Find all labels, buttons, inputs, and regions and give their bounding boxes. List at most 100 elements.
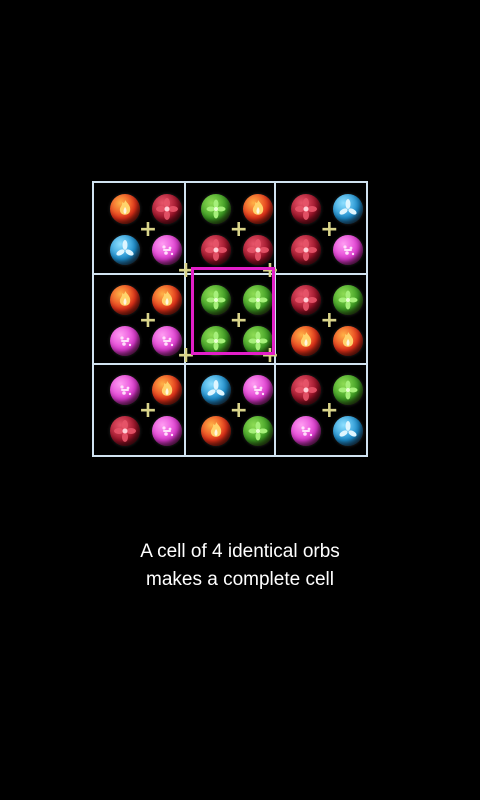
board-cell[interactable]: + (276, 275, 364, 359)
sparkle-icon (301, 426, 313, 437)
plus-icon: + (138, 398, 158, 424)
plus-icon: + (229, 217, 248, 242)
leaf-icon (338, 290, 358, 310)
flower-icon (246, 239, 269, 261)
green-orb[interactable] (333, 375, 364, 406)
fire-orb[interactable] (152, 284, 182, 315)
flower-icon (114, 420, 136, 443)
board-cell[interactable]: + (276, 365, 364, 449)
plus-icon: + (138, 307, 158, 333)
leaf-icon (338, 380, 358, 400)
leaf-icon (206, 199, 226, 219)
flame-icon (119, 290, 131, 306)
fire-orb[interactable] (200, 416, 231, 447)
water-icon (339, 421, 357, 437)
plus-icon: + (320, 398, 339, 424)
board-cell[interactable]: + (95, 184, 182, 268)
fire-orb[interactable] (242, 194, 273, 224)
green-orb[interactable] (200, 325, 231, 356)
water-icon (207, 380, 225, 396)
flame-icon (343, 331, 354, 347)
pink-orb[interactable] (333, 235, 364, 265)
sparkle-icon (162, 336, 174, 346)
red-orb[interactable] (152, 194, 182, 224)
board-cell[interactable]: + (186, 275, 273, 359)
complete-cell-highlight (191, 267, 275, 355)
green-orb[interactable] (200, 284, 231, 315)
plus-icon: + (176, 343, 196, 368)
game-board: +++++++++++++ (92, 181, 368, 457)
red-orb[interactable] (291, 284, 322, 315)
pink-orb[interactable] (291, 416, 322, 447)
sparkle-icon (120, 385, 132, 396)
red-orb[interactable] (291, 375, 322, 406)
leaf-icon (248, 421, 268, 441)
board-cell[interactable]: + (186, 365, 273, 449)
flame-icon (119, 200, 131, 215)
board-cell[interactable]: + (95, 365, 182, 449)
pink-orb[interactable] (110, 375, 140, 406)
sparkle-icon (253, 385, 264, 396)
sparkle-icon (162, 245, 174, 256)
tutorial-caption: A cell of 4 identical orbs makes a compl… (0, 538, 480, 594)
fire-orb[interactable] (333, 325, 364, 356)
water-icon (339, 199, 357, 215)
water-icon (116, 240, 134, 256)
flower-icon (295, 379, 318, 402)
flower-icon (295, 288, 318, 311)
sparkle-icon (162, 426, 174, 437)
fire-orb[interactable] (110, 284, 140, 315)
plus-icon: + (229, 307, 248, 333)
leaf-icon (206, 290, 226, 310)
caption-line-2: makes a complete cell (146, 569, 334, 590)
flower-icon (295, 198, 318, 220)
blue-orb[interactable] (200, 375, 231, 406)
board-cell[interactable]: + (186, 184, 273, 268)
plus-icon: + (320, 217, 339, 242)
plus-icon: + (229, 398, 248, 424)
pink-orb[interactable] (152, 325, 182, 356)
fire-orb[interactable] (110, 194, 140, 224)
sparkle-icon (120, 336, 132, 346)
flame-icon (161, 290, 173, 306)
red-orb[interactable] (291, 235, 322, 265)
pink-orb[interactable] (152, 416, 182, 447)
flower-icon (204, 239, 227, 261)
blue-orb[interactable] (110, 235, 140, 265)
board-cell[interactable]: + (95, 275, 182, 359)
board-divider-vertical (274, 183, 277, 455)
red-orb[interactable] (242, 235, 273, 265)
board-divider-horizontal (94, 363, 366, 366)
board-cell[interactable]: + (276, 184, 364, 268)
pink-orb[interactable] (242, 375, 273, 406)
pink-orb[interactable] (152, 235, 182, 265)
fire-orb[interactable] (291, 325, 322, 356)
fire-orb[interactable] (152, 375, 182, 406)
green-orb[interactable] (242, 284, 273, 315)
plus-icon: + (138, 217, 158, 242)
leaf-icon (248, 331, 268, 351)
flame-icon (301, 331, 312, 347)
green-orb[interactable] (333, 284, 364, 315)
caption-line-1: A cell of 4 identical orbs (140, 541, 340, 562)
board-divider-horizontal (94, 272, 366, 275)
green-orb[interactable] (200, 194, 231, 224)
green-orb[interactable] (242, 416, 273, 447)
leaf-icon (248, 290, 268, 310)
green-orb[interactable] (242, 325, 273, 356)
pink-orb[interactable] (110, 325, 140, 356)
plus-icon: + (176, 258, 196, 283)
flame-icon (161, 381, 173, 397)
sparkle-icon (343, 245, 355, 256)
leaf-icon (206, 331, 226, 351)
flower-icon (295, 239, 318, 261)
red-orb[interactable] (110, 416, 140, 447)
red-orb[interactable] (291, 194, 322, 224)
blue-orb[interactable] (333, 416, 364, 447)
flame-icon (210, 422, 221, 438)
blue-orb[interactable] (333, 194, 364, 224)
flame-icon (252, 200, 263, 215)
board-divider-vertical (183, 183, 186, 455)
red-orb[interactable] (200, 235, 231, 265)
plus-icon: + (320, 307, 339, 333)
